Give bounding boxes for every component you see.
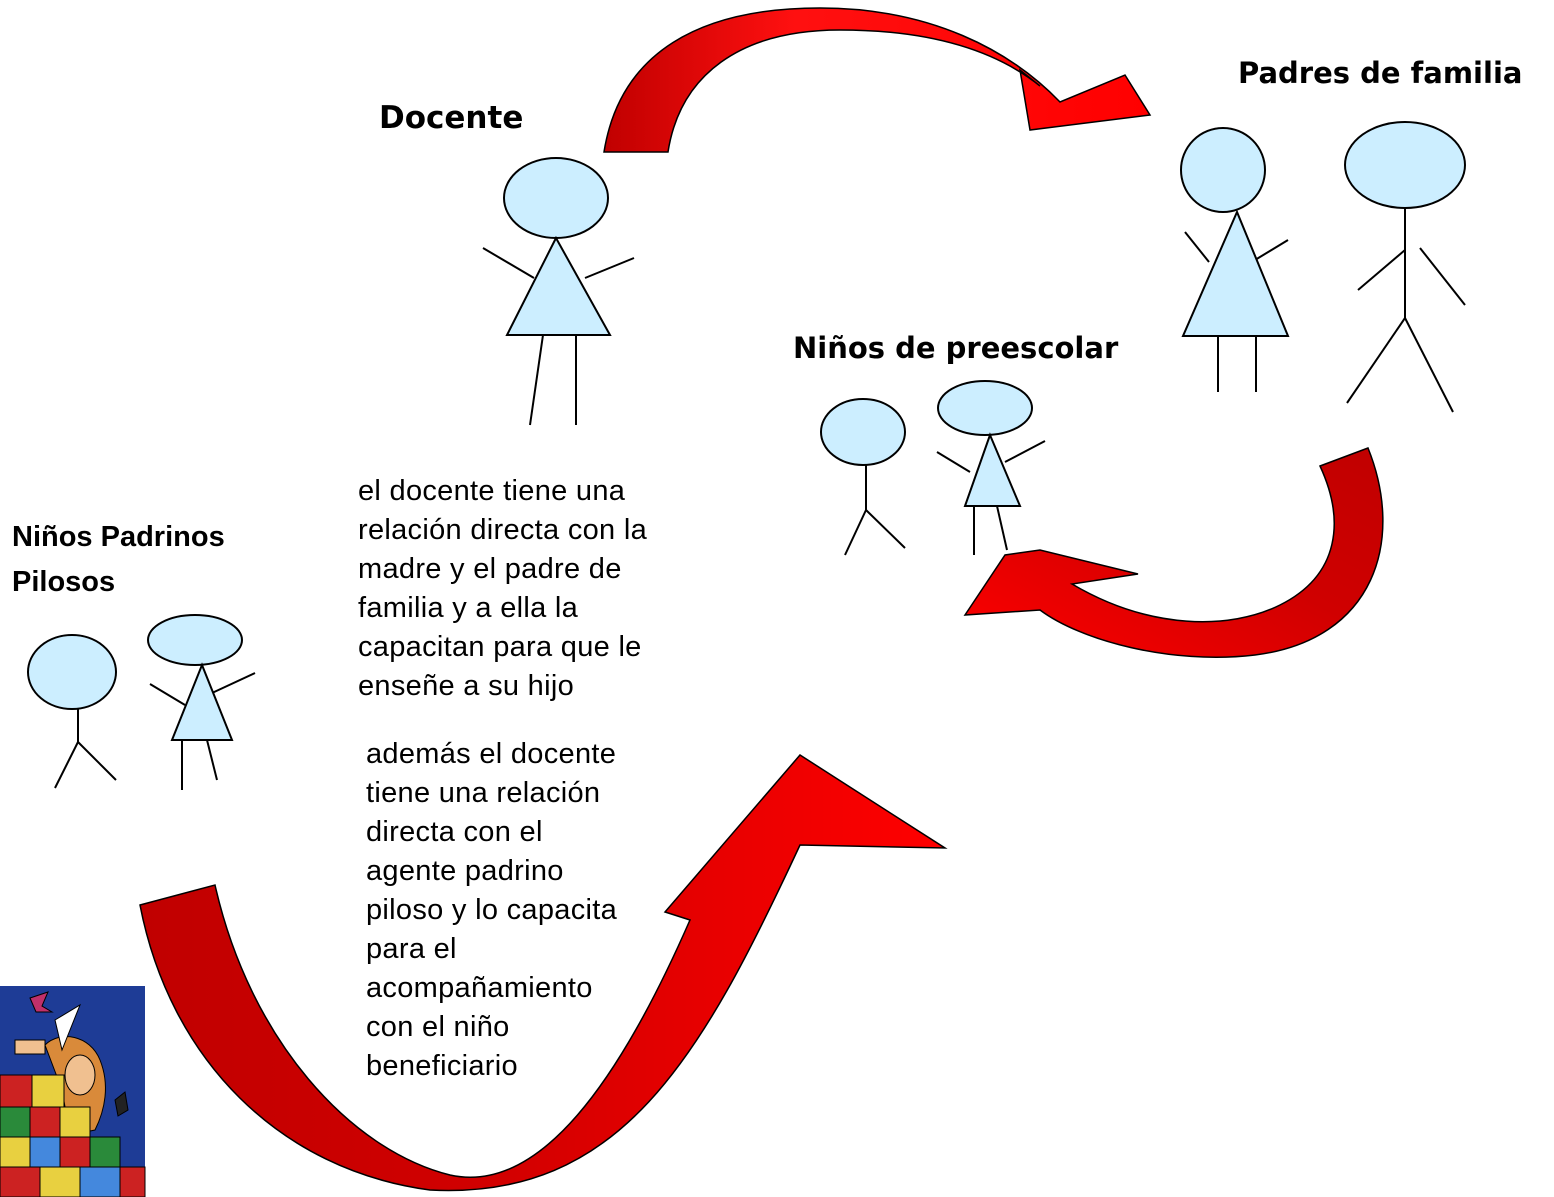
ninos-preescolar-label: Niños de preescolar (793, 331, 1119, 365)
madre-figure (1180, 127, 1290, 392)
text-line: agente padrino (366, 855, 564, 887)
arrow-docente-to-padres (603, 7, 1152, 153)
nina-preescolar-figure (936, 380, 1046, 555)
nino-preescolar-figure (820, 398, 906, 556)
curved-arrow-icon (963, 447, 1384, 658)
arrow-padres-to-ninos (963, 447, 1384, 658)
text-line: piloso y lo capacita (366, 894, 618, 926)
relacion-padrino-text: además el docente tiene una relación dir… (366, 735, 617, 1086)
text-line: madre y el padre de (358, 553, 622, 585)
docente-label: Docente (379, 100, 524, 136)
padrinos-label-line1: Niños Padrinos (12, 521, 225, 553)
relacion-padres-text: el docente tiene una relación directa co… (358, 472, 647, 706)
arrow-padrinos-to-docente (139, 754, 948, 1192)
text-line: tiene una relación (366, 777, 601, 809)
text-line: relación directa con la (358, 514, 647, 546)
text-line: acompañamiento (366, 972, 593, 1004)
curved-arrow-icon (139, 754, 948, 1192)
construyendo-logo (0, 986, 146, 1197)
text-line: directa con el (366, 816, 543, 848)
text-line: para el (366, 933, 457, 965)
text-line: con el niño (366, 1011, 510, 1043)
curved-arrow-icon (603, 7, 1152, 153)
text-line: además el docente (366, 738, 617, 770)
text-line: familia y a ella la (358, 592, 579, 624)
text-line: beneficiario (366, 1050, 518, 1082)
padrinos-label-line2: Pilosos (12, 566, 116, 598)
docente-head (503, 157, 609, 239)
nino-padrino-figure (27, 634, 117, 789)
padres-label: Padres de familia (1238, 56, 1523, 90)
text-line: enseñe a su hijo (358, 670, 575, 702)
nina-padrina-figure (147, 614, 256, 790)
padre-figure (1344, 121, 1466, 413)
text-line: el docente tiene una (358, 475, 626, 507)
docente-figure (482, 157, 635, 426)
text-line: capacitan para que le (358, 631, 642, 663)
